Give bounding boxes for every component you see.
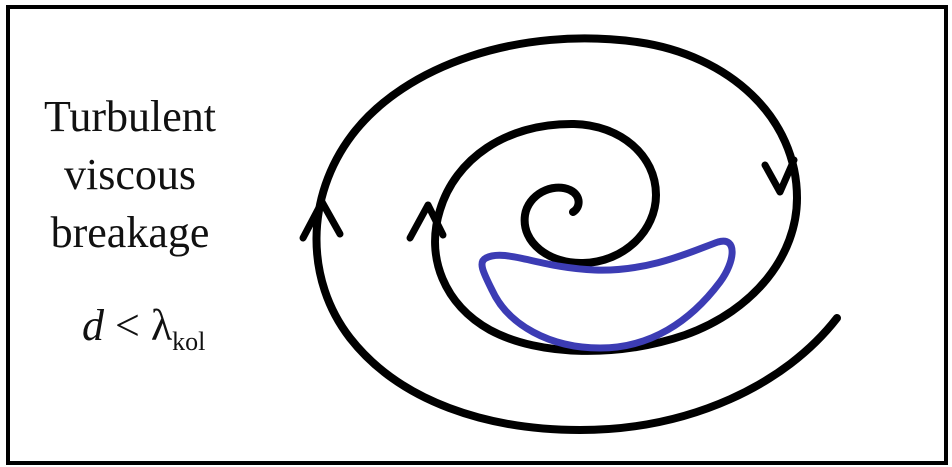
arrowhead-right xyxy=(765,160,794,192)
eddy-spiral xyxy=(316,38,837,430)
